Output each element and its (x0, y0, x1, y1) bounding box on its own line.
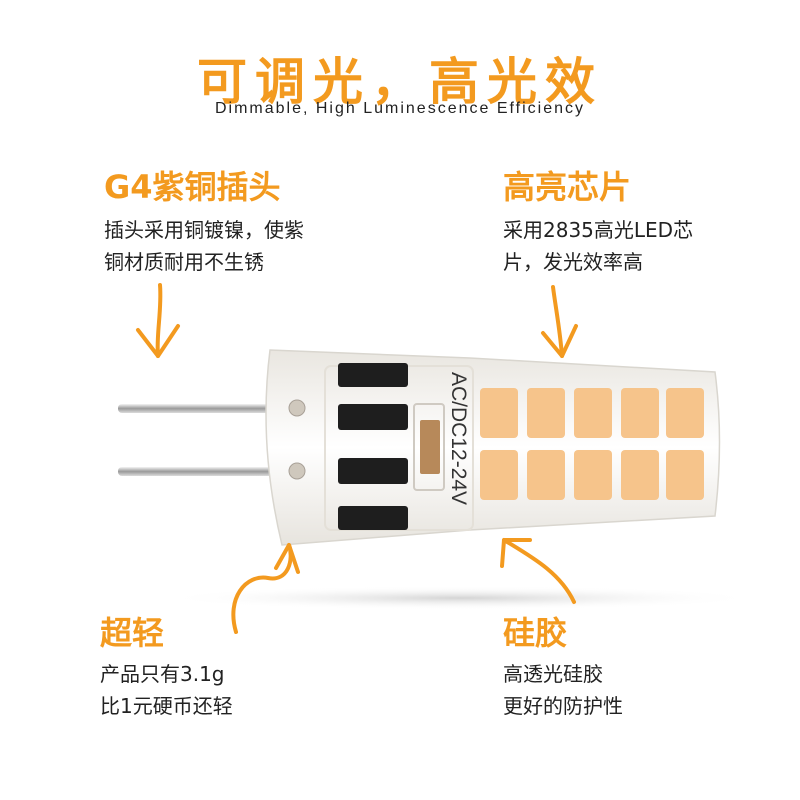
resistor (420, 420, 440, 474)
feature-silicone-desc-line1: 高透光硅胶 (503, 662, 603, 686)
feature-copper-plug-desc-line1: 插头采用铜镀镍，使紫 (104, 218, 304, 242)
headline-subtitle: Dimmable, High Luminescence Efficiency (214, 100, 586, 117)
headline: 可调光，高光效 (197, 53, 603, 111)
solder-point-upper (288, 399, 306, 417)
feature-bright-chip-desc-line1: 采用2835高光LED芯 (503, 218, 694, 242)
feature-ultralight-desc-line1: 产品只有3.1g (100, 662, 225, 686)
feature-bright-chip-desc: 采用2835高光LED芯 片，发光效率高 (503, 214, 693, 278)
feature-silicone-title: 硅胶 (503, 614, 568, 652)
pin-lower (118, 467, 278, 476)
feature-ultralight-desc: 产品只有3.1g 比1元硬币还轻 (100, 658, 233, 722)
arrow-ultralight-icon (231, 543, 300, 634)
diode-3 (338, 458, 408, 484)
arrow-copper-plug-icon (136, 283, 180, 358)
feature-copper-plug-desc-line2: 铜材质耐用不生锈 (104, 250, 264, 274)
feature-ultralight-title: 超轻 (100, 614, 165, 652)
arrow-bright-chip-icon (541, 285, 578, 358)
floor-shadow (160, 586, 760, 610)
feature-copper-plug-desc: 插头采用铜镀镍，使紫 铜材质耐用不生锈 (104, 214, 304, 278)
led-bulb: AC/DC12-24V (265, 349, 721, 546)
led-chip (527, 388, 565, 438)
feature-silicone-desc-line2: 更好的防护性 (503, 694, 623, 718)
diode-2 (338, 404, 408, 430)
led-chip (666, 388, 704, 438)
led-chip (666, 450, 704, 500)
feature-bright-chip-title: 高亮芯片 (503, 168, 632, 206)
feature-bright-chip-desc-line2: 片，发光效率高 (503, 250, 643, 274)
resistor-frame (413, 403, 445, 491)
led-chip (574, 388, 612, 438)
g4-pins (118, 404, 278, 476)
led-chip (621, 450, 659, 500)
feature-copper-plug-title: G4紫铜插头 (104, 168, 281, 206)
led-chip-grid (480, 388, 704, 500)
led-chip (527, 450, 565, 500)
led-chip (480, 388, 518, 438)
solder-point-lower (288, 462, 306, 480)
diode-4 (338, 506, 408, 530)
led-chip (480, 450, 518, 500)
led-chip (574, 450, 612, 500)
arrow-silicone-icon (500, 538, 576, 604)
feature-silicone-desc: 高透光硅胶 更好的防护性 (503, 658, 623, 722)
voltage-print-label: AC/DC12-24V (447, 372, 470, 505)
feature-ultralight-desc-line2: 比1元硬币还轻 (100, 694, 233, 718)
led-chip (621, 388, 659, 438)
diode-1 (338, 363, 408, 387)
silicone-body (265, 349, 721, 546)
pin-upper (118, 404, 278, 413)
